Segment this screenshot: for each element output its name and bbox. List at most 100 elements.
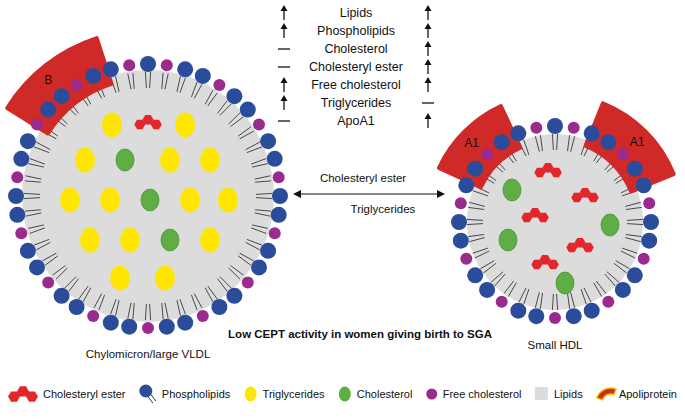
triglyceride xyxy=(110,266,130,291)
table-row-label-holder: Free cholesterol xyxy=(311,78,401,92)
lipoprotein-particle: Chylomicron/large VLDL B xyxy=(3,51,293,367)
triglyceride xyxy=(200,148,220,173)
fatty-acid-tail xyxy=(28,164,44,168)
free-cholesterol xyxy=(123,59,135,71)
phospholipid-head xyxy=(54,288,70,304)
triglyceride xyxy=(175,113,195,138)
table-row-label: Triglycerides xyxy=(321,96,391,110)
cholesterol xyxy=(161,229,179,251)
fatty-acid-tail xyxy=(150,304,151,320)
legend-label: Cholesteryl ester xyxy=(43,388,126,401)
apolipoprotein-shape xyxy=(4,35,115,137)
phospholipid-head xyxy=(627,267,643,283)
increase-arrow xyxy=(427,46,428,56)
fatty-acid-tail xyxy=(26,213,42,216)
cholesterol xyxy=(141,189,159,211)
free-cholesterol xyxy=(455,197,467,209)
free-cholesterol xyxy=(42,276,54,288)
cholesteryl-ester xyxy=(534,163,562,177)
apolipoprotein-label: B xyxy=(44,74,52,88)
fatty-acid-tail xyxy=(524,140,529,155)
fatty-acid-tail xyxy=(229,268,240,279)
phospholipid-head xyxy=(260,133,276,149)
fatty-acid-tail xyxy=(251,228,266,234)
table-row-label: ApoA1 xyxy=(337,114,375,128)
fatty-acid-tail xyxy=(251,159,266,165)
table-row-label: Cholesteryl ester xyxy=(309,60,403,74)
apolipoprotein: A1 xyxy=(582,100,677,195)
legend-label-holder: Cholesteryl ester xyxy=(43,388,126,401)
cholesteryl-ester xyxy=(531,255,559,269)
fatty-acid-tail xyxy=(552,134,553,150)
fatty-acid-tail xyxy=(56,268,67,279)
note: Low CEPT activity in women giving birth … xyxy=(228,328,492,341)
exchange-arrow xyxy=(293,190,445,198)
free-cholesterol xyxy=(481,148,493,160)
fatty-acid-tail xyxy=(255,181,271,182)
fatty-acid-tail xyxy=(165,303,168,319)
fatty-acid-tail xyxy=(469,238,485,242)
phospholipid-head xyxy=(566,308,582,324)
free-cholesterol xyxy=(643,197,655,209)
phospholipid-layer xyxy=(3,51,293,341)
legend-label: Apoliprotein xyxy=(619,388,677,401)
free-cholesterol xyxy=(460,253,472,265)
phospholipid-head xyxy=(272,188,288,204)
phospholipid-head xyxy=(226,288,242,304)
fatty-acid-tail xyxy=(240,131,254,139)
fatty-acid-tail xyxy=(255,176,271,179)
phospholipid-head xyxy=(615,282,631,298)
cholesteryl-ester xyxy=(571,188,599,202)
free-cholesterol xyxy=(197,310,209,322)
apolipoprotein-label-holder: A1 xyxy=(630,136,645,150)
triglyceride xyxy=(80,228,100,253)
fatty-acid-tail xyxy=(24,193,40,194)
fatty-acid-tail xyxy=(53,266,66,276)
increase-arrow xyxy=(427,10,428,20)
free-cholesterol xyxy=(253,119,265,131)
fatty-acid-tail xyxy=(621,251,635,258)
fatty-acid-tail xyxy=(231,117,244,127)
fatty-acid-tail xyxy=(480,261,494,269)
fatty-acid-tail xyxy=(194,84,202,98)
fatty-acid-tail xyxy=(240,253,254,261)
increase-arrow-head xyxy=(425,23,432,29)
cholesteryl-ester xyxy=(521,208,549,222)
particle-caption-holder: Chylomicron/large VLDL xyxy=(86,348,211,361)
fatty-acid-tail xyxy=(625,238,641,242)
triglyceride xyxy=(100,188,120,213)
fatty-acid-tail xyxy=(626,207,642,209)
fatty-acid-tail xyxy=(535,136,539,152)
phospholipid-head xyxy=(584,125,600,141)
cholesteryl-ester xyxy=(566,238,594,252)
free-cholesterol xyxy=(496,296,508,308)
legend-label-holder: Triglycerides xyxy=(263,388,325,401)
arrow-head xyxy=(293,190,301,198)
fatty-acid-tail xyxy=(150,72,151,88)
phospholipid-head xyxy=(211,299,227,315)
fatty-acid-tail xyxy=(177,76,181,92)
free-cholesterol xyxy=(568,122,580,134)
phospholipid-head xyxy=(271,207,287,223)
phospholipid-head xyxy=(20,243,36,259)
fatty-acid-tail xyxy=(24,198,40,199)
edge-label: Cholesteryl ester xyxy=(320,172,406,185)
phospholipid-head xyxy=(451,214,467,230)
fatty-acid-tail xyxy=(626,235,642,237)
triglyceride xyxy=(218,188,238,213)
fatty-acid-tail xyxy=(256,193,272,194)
increase-arrow xyxy=(283,100,284,110)
fatty-acid-tail xyxy=(557,134,558,150)
fatty-acid-tail xyxy=(616,261,630,269)
fatty-acid-tail xyxy=(36,142,50,150)
fatty-acid-tail xyxy=(25,210,41,211)
apolipoprotein-band xyxy=(7,38,111,133)
phospholipid-head xyxy=(85,68,101,84)
triglyceride xyxy=(200,228,220,253)
legend-swatch xyxy=(139,385,152,398)
phospholipid-head xyxy=(103,315,119,331)
fatty-acid-tail xyxy=(128,74,131,90)
free-cholesterol xyxy=(213,79,225,91)
apolipoprotein-label-holder: A1 xyxy=(464,137,479,151)
fatty-acid-tail xyxy=(256,198,272,199)
